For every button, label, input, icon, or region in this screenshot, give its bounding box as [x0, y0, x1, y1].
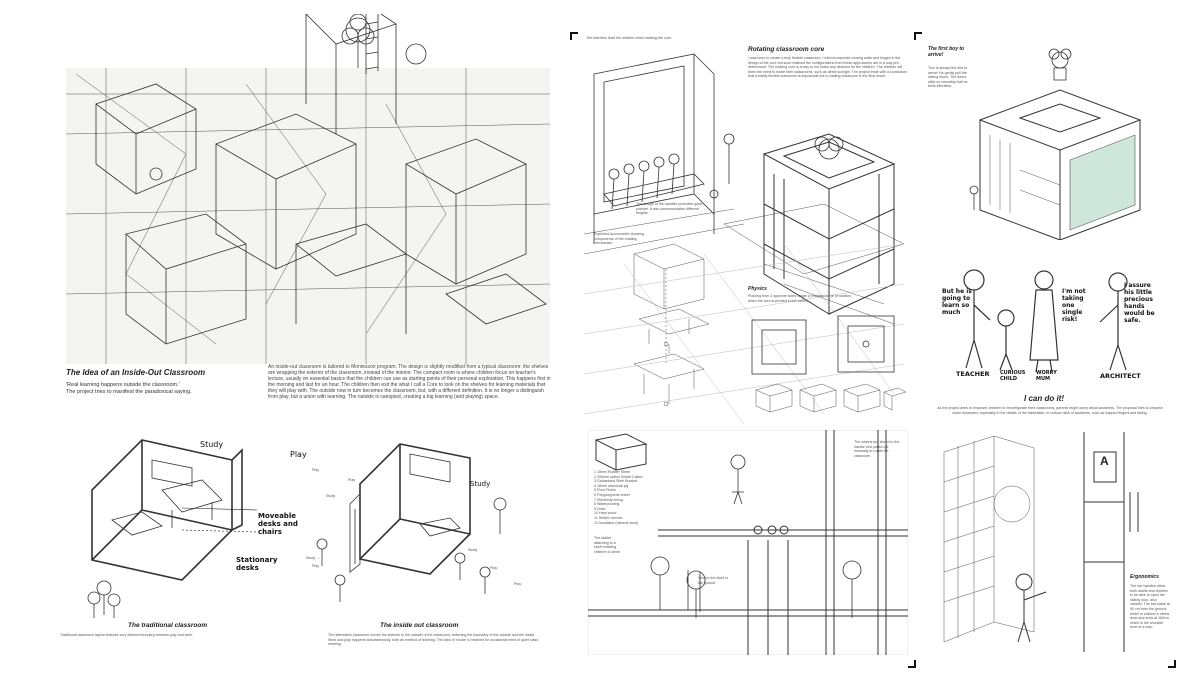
traditional-title: The traditional classroom	[128, 622, 208, 629]
corner-mark-br	[1168, 660, 1176, 668]
label-stationary: Stationary desks	[236, 556, 278, 572]
label-study-right: Study	[470, 480, 491, 488]
label-worry-mum: WORRY MUM	[1036, 370, 1057, 382]
label-play-5: Play	[490, 566, 497, 570]
label-play-4: Play	[514, 582, 521, 586]
rotating-text: I was keen to create a truly flexible cl…	[748, 56, 907, 79]
inside-out-title: The inside out classroom	[380, 622, 459, 629]
corner-mark-tr	[914, 32, 922, 40]
right-poster: The teachers lead the children when rota…	[564, 0, 1200, 682]
materials-list: 1 15mm Rubber Sheet 2 200mm radius Swive…	[594, 470, 684, 525]
can-do-title: I can do it!	[1024, 394, 1064, 403]
handle-note: The design of the handles promotes good …	[636, 202, 703, 216]
label-study-3: Study	[326, 494, 336, 498]
traditional-classroom-drawing	[87, 439, 258, 618]
label-study-4: Study	[468, 548, 478, 552]
material-item: 1 15mm Rubber Sheet	[594, 470, 631, 474]
axonometric-drawing	[66, 14, 550, 364]
material-item: 11 Hidden service	[594, 515, 623, 520]
ergonomics-text: The bar handles allow both adults and ch…	[1130, 584, 1170, 630]
first-boy-title: The first boy to arrive!	[928, 46, 965, 58]
teachers-caption: The teachers lead the children when rota…	[586, 36, 672, 40]
first-boy-text: Tom is always the first to arrive! He ge…	[928, 66, 968, 89]
inside-out-text: The alternative classroom moves the shel…	[328, 633, 539, 647]
label-moveable: Moveable desks and chairs	[258, 512, 298, 536]
material-item: 8 Waterproofing	[594, 502, 620, 507]
cartoon-figures	[963, 269, 1128, 373]
material-item: 12 Insulation (mineral wool)	[594, 520, 638, 525]
first-boy-drawing	[969, 48, 1142, 240]
mum-speech: I'm not taking one single risk!	[1062, 288, 1086, 323]
label-play: Play	[290, 450, 307, 459]
material-item: 10 Hard wood	[594, 511, 617, 516]
material-item: 2 200mm radius Swivel Castor	[594, 474, 643, 479]
material-item: 3 Galvanised Steel Bracket	[594, 479, 638, 484]
architect-speech: I assure his little precious hands would…	[1124, 282, 1155, 324]
label-study-left: Study	[200, 440, 224, 449]
exploded-note: Exploded Axonometric showing components …	[594, 232, 644, 246]
inside-out-classroom-drawing	[316, 443, 507, 602]
label-teacher: TEACHER	[956, 370, 990, 378]
section-drawing	[588, 430, 908, 655]
physics-text: Pushing from 3 opposite sides create a r…	[748, 294, 852, 303]
label-play-3: Play	[348, 478, 355, 482]
left-title: The Idea of an Inside-Out Classroom	[66, 368, 206, 377]
teacher-speech: But he is going to learn so much	[942, 288, 972, 316]
label-study-arrow: Study →	[306, 556, 320, 560]
left-intro: An inside-out classroom is tailored to M…	[268, 364, 551, 400]
left-quote: 'Real learning happens outside the class…	[66, 382, 180, 388]
letter-a-label: A	[1100, 454, 1109, 468]
material-item: 7 Electricity wiring	[594, 497, 623, 502]
label-play-2: Play	[312, 468, 319, 472]
material-item: 4 18mm structural ply	[594, 483, 629, 488]
left-quote-2: The project tries to manifest the parado…	[66, 389, 192, 395]
physics-title: Physics	[748, 286, 767, 292]
material-item: 9 Drain	[594, 506, 606, 511]
ladder-note: The ladder attaching to a shelf enabling…	[594, 536, 620, 554]
physics-plans	[751, 315, 907, 413]
rotating-title: Rotating classroom core	[748, 46, 825, 53]
can-do-text: As the project aims to empower children …	[937, 406, 1163, 415]
label-curious-child: CURIOUS CHILD	[1000, 370, 1026, 382]
corner-mark-tl	[570, 32, 578, 40]
left-poster: The Idea of an Inside-Out Classroom 'Rea…	[0, 0, 560, 682]
ergonomics-drawing	[943, 432, 1139, 652]
label-play-6: Play	[312, 564, 319, 568]
label-architect: ARCHITECT	[1100, 372, 1141, 380]
section-note: The wheels are stored in the handle and …	[854, 440, 900, 458]
corner-mark-bl	[908, 660, 916, 668]
ergonomics-title: Ergonomics	[1130, 574, 1159, 580]
tree-sketch	[341, 17, 375, 68]
traditional-text: Traditional classroom layout features ve…	[60, 633, 194, 637]
secure-note: Secure the shelf to the ground	[698, 576, 728, 585]
material-item: 5 Floor Finish	[594, 488, 616, 493]
material-item: 6 Polypropylene sheet	[594, 492, 630, 497]
rotating-core-drawing	[584, 53, 904, 424]
